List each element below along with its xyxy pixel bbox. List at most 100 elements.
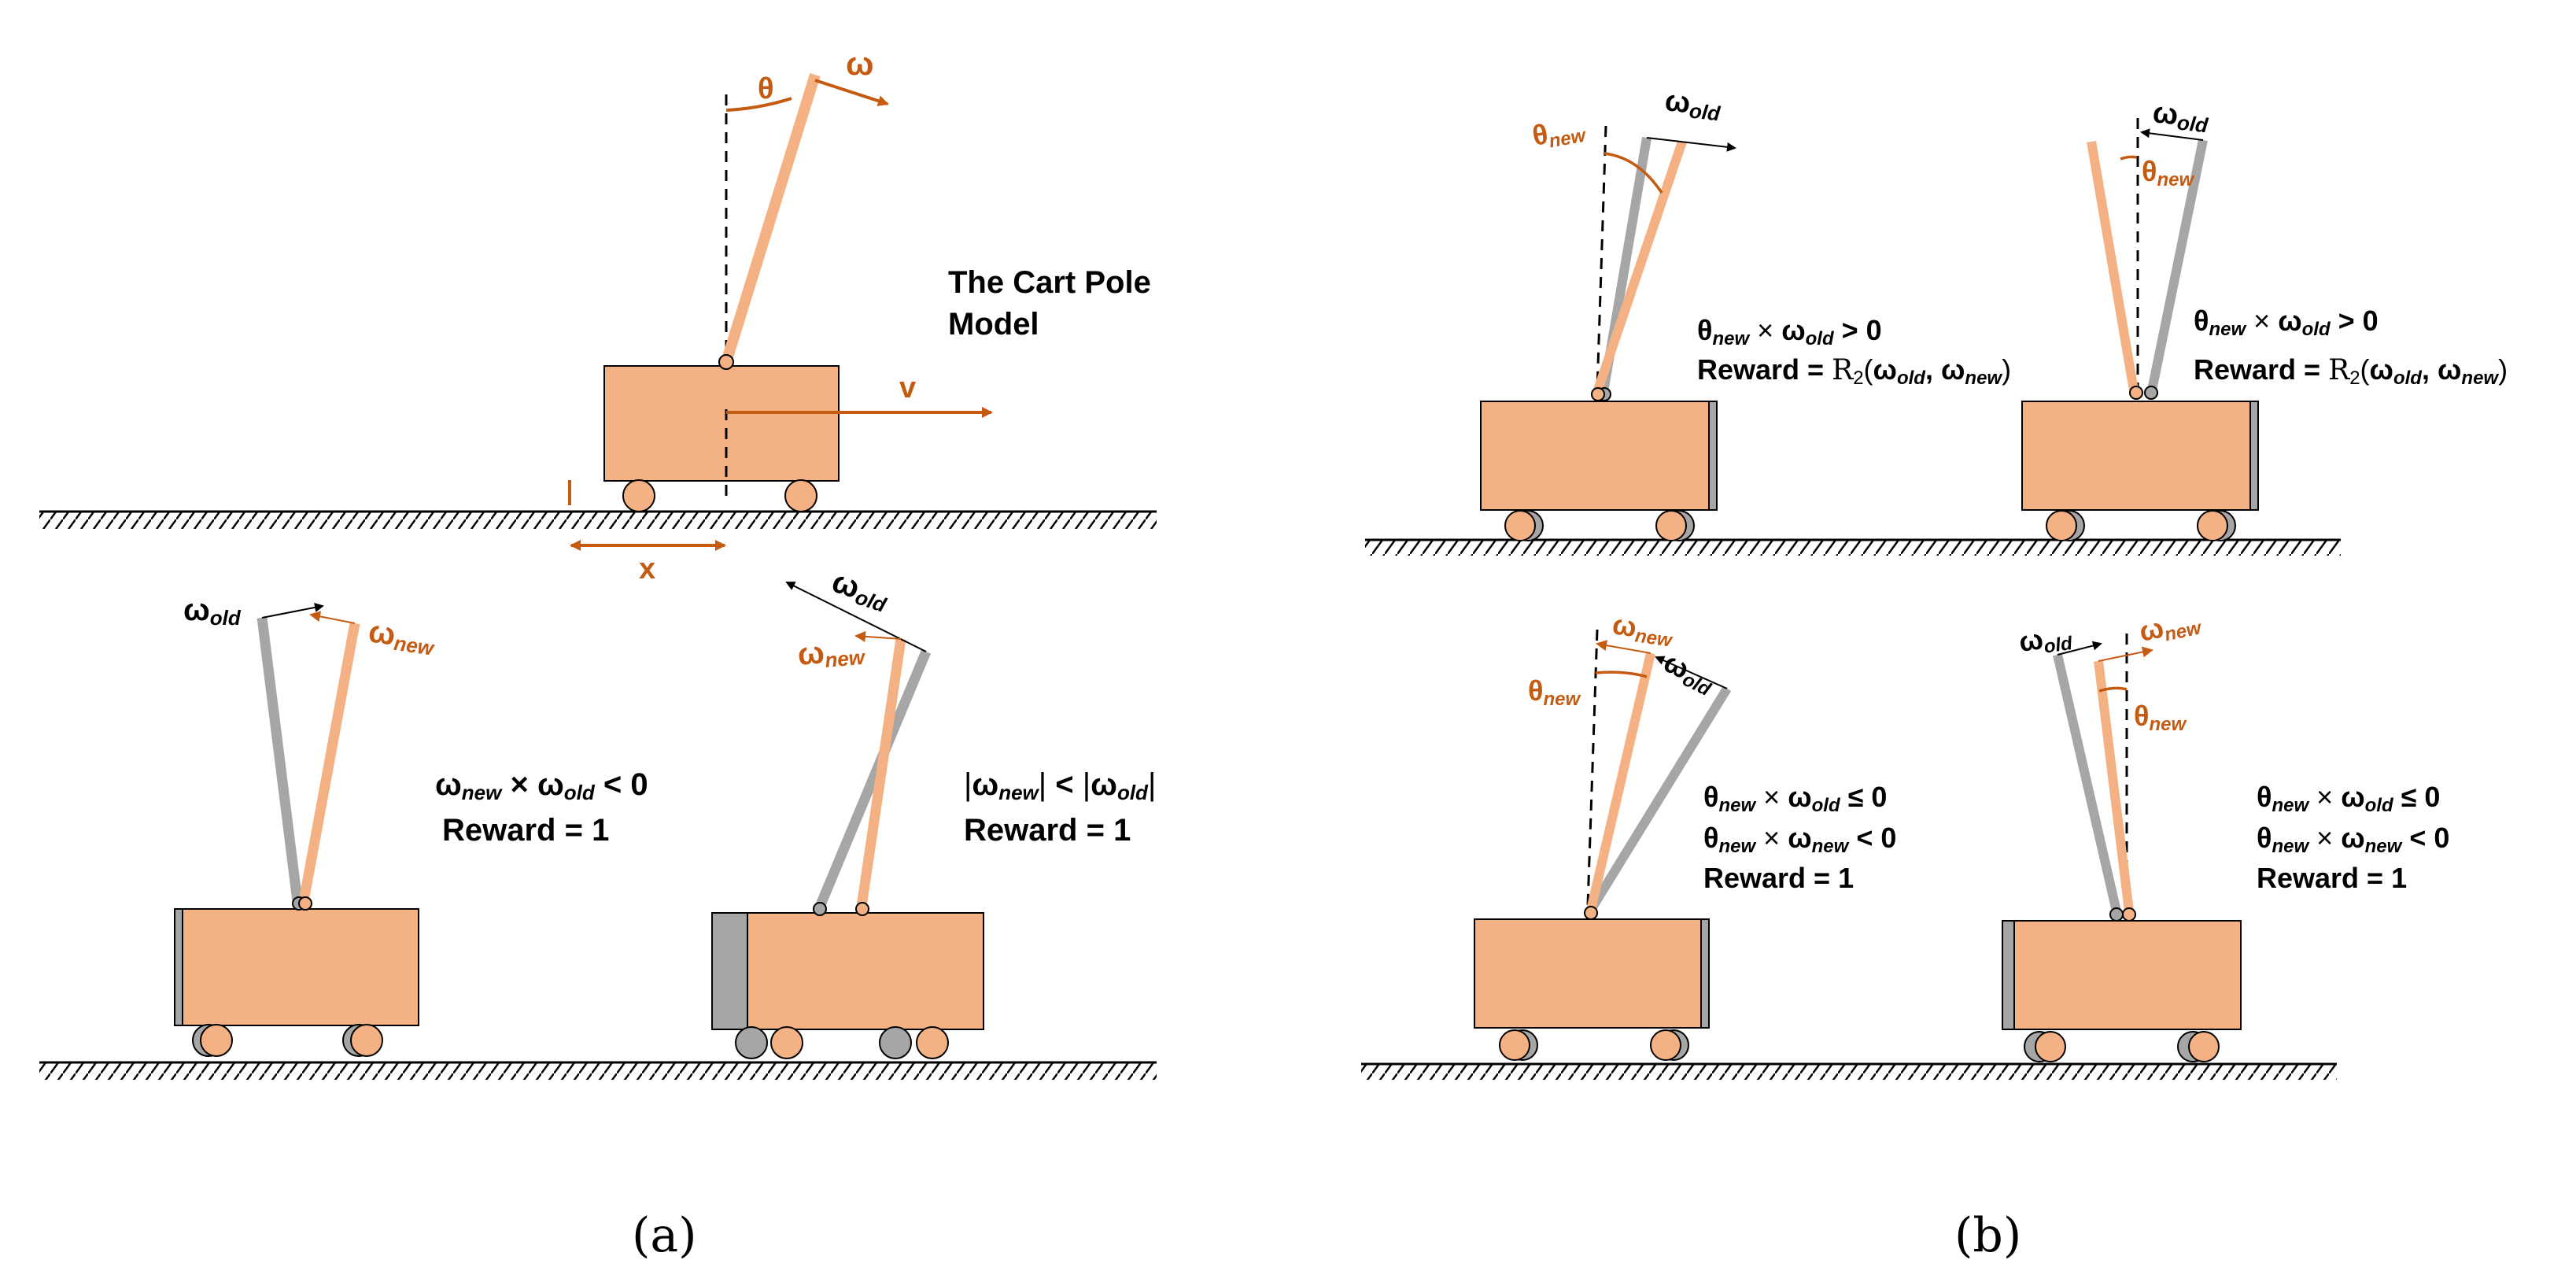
wheel xyxy=(200,1024,233,1057)
new-pole xyxy=(298,622,360,903)
ground-hatch xyxy=(1361,1064,2337,1080)
old-pole xyxy=(2053,653,2121,913)
wheel xyxy=(1499,1029,1530,1061)
omega-old-arrow xyxy=(1655,656,1728,689)
pivot-joint xyxy=(718,354,734,370)
theta-arc xyxy=(2120,155,2138,161)
cart-body xyxy=(747,912,984,1030)
reward-label: Reward = R2(ωold, ωnew) xyxy=(1697,353,2011,389)
condition: |ωnew| < |ωold| xyxy=(964,767,1156,804)
omega-old-label: ωold xyxy=(1658,645,1722,700)
new-pole xyxy=(1586,652,1655,911)
theta-arc xyxy=(1595,671,1648,678)
panel-b: θnew ωold θnew × ωold > 0 Reward = R2(ωo… xyxy=(1361,84,2508,1263)
wheel xyxy=(2035,1031,2066,1062)
main-model: θ ω v x The Cart Pole Model xyxy=(39,45,1157,586)
omega-old-label: ωold xyxy=(183,593,242,630)
theta-arc xyxy=(725,97,792,112)
omega-new-label: ωnew xyxy=(2136,603,2204,650)
old-pole xyxy=(1586,685,1732,913)
condition-1: θnew × ωold ≤ 0 xyxy=(1703,781,1887,816)
omega-old-arrow xyxy=(785,582,927,652)
omega-label: ω xyxy=(846,45,873,82)
omega-old-arrow xyxy=(2057,641,2102,656)
wheel xyxy=(2188,1031,2220,1062)
old-pivot xyxy=(2109,907,2124,922)
omega-new-label: ωnew xyxy=(1610,608,1676,651)
old-pivot xyxy=(2144,386,2158,400)
scenario-a2: ωold ωnew |ωnew| < |ωold| Reward = 1 xyxy=(711,564,1156,1059)
condition: ωnew × ωold < 0 xyxy=(435,767,648,804)
old-pole xyxy=(2147,139,2208,392)
title-line-2: Model xyxy=(948,307,1039,342)
omega-old-label: ωold xyxy=(1663,84,1724,125)
omega-arrow xyxy=(814,79,889,106)
cart-body xyxy=(2013,920,2242,1030)
scenario-b4: ωold ωnew θnew θnew × ωold ≤ 0 θnew × ωn… xyxy=(2002,603,2449,1062)
new-pole xyxy=(2094,660,2134,912)
reward-label: Reward = R2(ωold, ωnew) xyxy=(2194,353,2508,389)
old-wheel xyxy=(879,1026,912,1059)
scenario-b1: θnew ωold θnew × ωold > 0 Reward = R2(ωo… xyxy=(1480,84,2011,541)
cart-body xyxy=(2021,401,2251,511)
condition-2: θnew × ωnew < 0 xyxy=(2257,822,2449,857)
new-pole xyxy=(856,638,906,907)
cart-body xyxy=(182,908,419,1026)
pole xyxy=(721,72,821,364)
scenario-b3: ωnew ωold θnew θnew × ωold ≤ 0 θnew × ωn… xyxy=(1474,608,1896,1061)
pivot-joint xyxy=(2122,907,2136,922)
omega-old-label: ωold xyxy=(2017,619,2074,661)
pivot-joint xyxy=(2129,386,2143,400)
omega-old-label: ωold xyxy=(827,564,894,618)
theta-new-label: θnew xyxy=(1528,674,1581,710)
cart-body xyxy=(1474,918,1702,1029)
reward-label: Reward = 1 xyxy=(964,813,1131,848)
wheel xyxy=(770,1026,803,1059)
pivot-joint xyxy=(855,902,869,916)
panel-a: θ ω v x The Cart Pole Model xyxy=(39,45,1157,1263)
omega-new-arrow xyxy=(1596,640,1652,654)
reward-label: Reward = 1 xyxy=(1703,862,1854,894)
ground-hatch xyxy=(39,1062,1157,1080)
omega-new-label: ωnew xyxy=(796,632,867,674)
vertical-reference xyxy=(1586,629,1599,906)
reward-label: Reward = 1 xyxy=(442,813,609,848)
position-label: x xyxy=(639,552,655,586)
condition: θnew × ωold > 0 xyxy=(2194,305,2379,340)
caption-b: (b) xyxy=(1954,1208,2021,1263)
omega-old-arrow xyxy=(261,603,324,619)
caption-a: (a) xyxy=(632,1208,697,1263)
old-pivot xyxy=(813,902,827,916)
condition-1: θnew × ωold ≤ 0 xyxy=(2257,781,2440,816)
ground-hatch xyxy=(1365,540,2341,556)
omega-new-label: ωnew xyxy=(366,614,438,660)
wheel xyxy=(916,1026,949,1059)
omega-new-arrow xyxy=(309,611,356,624)
theta-new-label: θnew xyxy=(2134,700,2187,735)
wheel xyxy=(350,1024,383,1057)
cart-body xyxy=(603,365,840,482)
ground-hatch xyxy=(39,512,1157,529)
old-wheel xyxy=(735,1026,768,1059)
reward-label: Reward = 1 xyxy=(2257,862,2407,894)
omega-new-arrow xyxy=(2098,646,2153,662)
title-line-1: The Cart Pole xyxy=(948,265,1151,300)
scenario-a1: ωold ωnew ωnew × ωold < 0 Reward = 1 xyxy=(39,593,1157,1080)
theta-new-label: θnew xyxy=(1530,111,1588,155)
omega-old-arrow xyxy=(2140,128,2204,141)
wheel xyxy=(2046,510,2077,541)
pivot-joint xyxy=(1584,906,1598,920)
new-pole xyxy=(1592,140,1687,393)
wheel xyxy=(1504,510,1536,541)
velocity-label: v xyxy=(899,371,916,405)
new-pole xyxy=(2087,140,2139,392)
wheel xyxy=(2197,510,2228,541)
theta-label: θ xyxy=(758,72,774,105)
old-pole xyxy=(815,649,931,909)
pivot-joint xyxy=(1591,387,1605,401)
theta-new-label: θnew xyxy=(2142,155,2194,190)
cart-body xyxy=(1480,401,1710,511)
theta-arc xyxy=(1604,152,1663,194)
wheel xyxy=(622,479,655,512)
